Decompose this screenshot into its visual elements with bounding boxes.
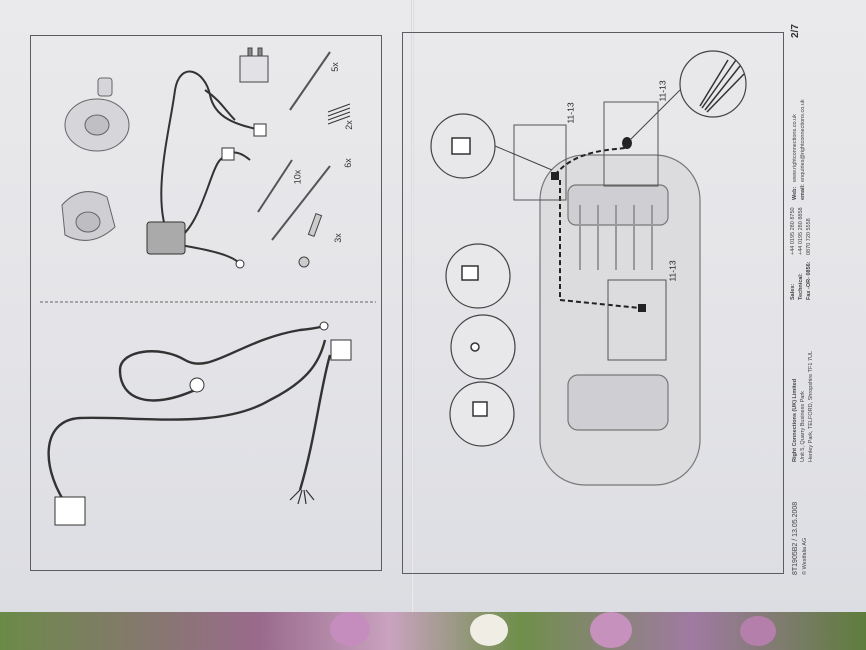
web-label: Web:	[792, 186, 798, 200]
qty-label: 3x	[332, 233, 343, 243]
fax-label: Fax -OR- 0856:	[806, 261, 812, 300]
socket-housing-icon	[64, 77, 130, 152]
roof-rails-icon	[579, 205, 653, 270]
callout-box	[607, 279, 667, 361]
page-fold	[411, 0, 414, 612]
address-line: Henley Park, TELFORD, Shropshire TF1 7UL	[808, 350, 814, 462]
technical-label: Technical:	[798, 273, 804, 300]
fax-phone: 0870 720 5558	[806, 218, 812, 255]
grommet-icon	[189, 377, 205, 393]
email-label: email:	[800, 184, 806, 200]
doc-id: 8T1905B2 / 13.05.2008	[792, 501, 799, 575]
plug-icon	[253, 123, 267, 137]
callout-label: 11-13	[565, 102, 576, 124]
callout-label: 11-13	[667, 260, 678, 282]
cable-tie-icon	[271, 165, 331, 241]
qty-label: 2x	[343, 120, 354, 130]
cable-route-icon	[554, 147, 641, 309]
socket-position-icon	[622, 137, 632, 149]
email-link[interactable]: enquiries@rightconnections.co.uk	[800, 99, 806, 182]
right-page-frame	[402, 32, 784, 574]
sales-label: Sales:	[790, 283, 796, 300]
cable-tie-icon	[257, 159, 293, 213]
left-page-frame	[30, 35, 382, 571]
callout-box	[513, 124, 567, 201]
harness-plug-icon	[330, 339, 352, 361]
module-box-icon	[146, 221, 186, 255]
technical-phone: +44 0195 280 8858	[798, 207, 804, 255]
bolt-icon	[298, 212, 323, 268]
cable-tie-icon	[289, 51, 331, 111]
qty-label: 5x	[329, 62, 340, 72]
wiring-harness-icon	[47, 322, 332, 511]
detail-circle-terminal	[450, 314, 516, 380]
diagram-svg	[40, 47, 747, 526]
qty-label: 10x	[292, 169, 303, 185]
harness-plug-icon	[54, 496, 86, 526]
company-name: Right Connections (UK) Limited	[792, 378, 798, 462]
address-line: Unit 5, Quarry Business Park	[800, 391, 806, 462]
grille-icon	[327, 103, 351, 125]
callout-box	[603, 101, 659, 187]
flower-decoration	[470, 614, 508, 646]
wire-ends-icon	[289, 489, 315, 505]
sales-phone: +44 0195 280 8750	[790, 207, 796, 255]
ring-terminal-icon	[235, 259, 245, 269]
web-link[interactable]: www.rightconnections.co.uk	[792, 114, 798, 182]
flower-decoration	[330, 612, 370, 646]
flower-decoration	[740, 616, 776, 646]
mount-point-icon	[638, 304, 646, 312]
socket-cover-icon	[61, 191, 116, 241]
vehicle-outline-icon	[539, 154, 701, 486]
wiring-module-icon	[160, 70, 261, 263]
callout-label: 11-13	[657, 80, 668, 102]
mount-point-icon	[551, 172, 559, 180]
ring-terminal-icon	[319, 321, 329, 331]
plug-icon	[221, 147, 235, 161]
page-number: 2/7	[790, 24, 801, 38]
copyright: © Westfalia AG	[802, 537, 808, 575]
flower-decoration	[590, 612, 632, 648]
relay-icon	[239, 47, 269, 83]
qty-label: 6x	[342, 158, 353, 168]
